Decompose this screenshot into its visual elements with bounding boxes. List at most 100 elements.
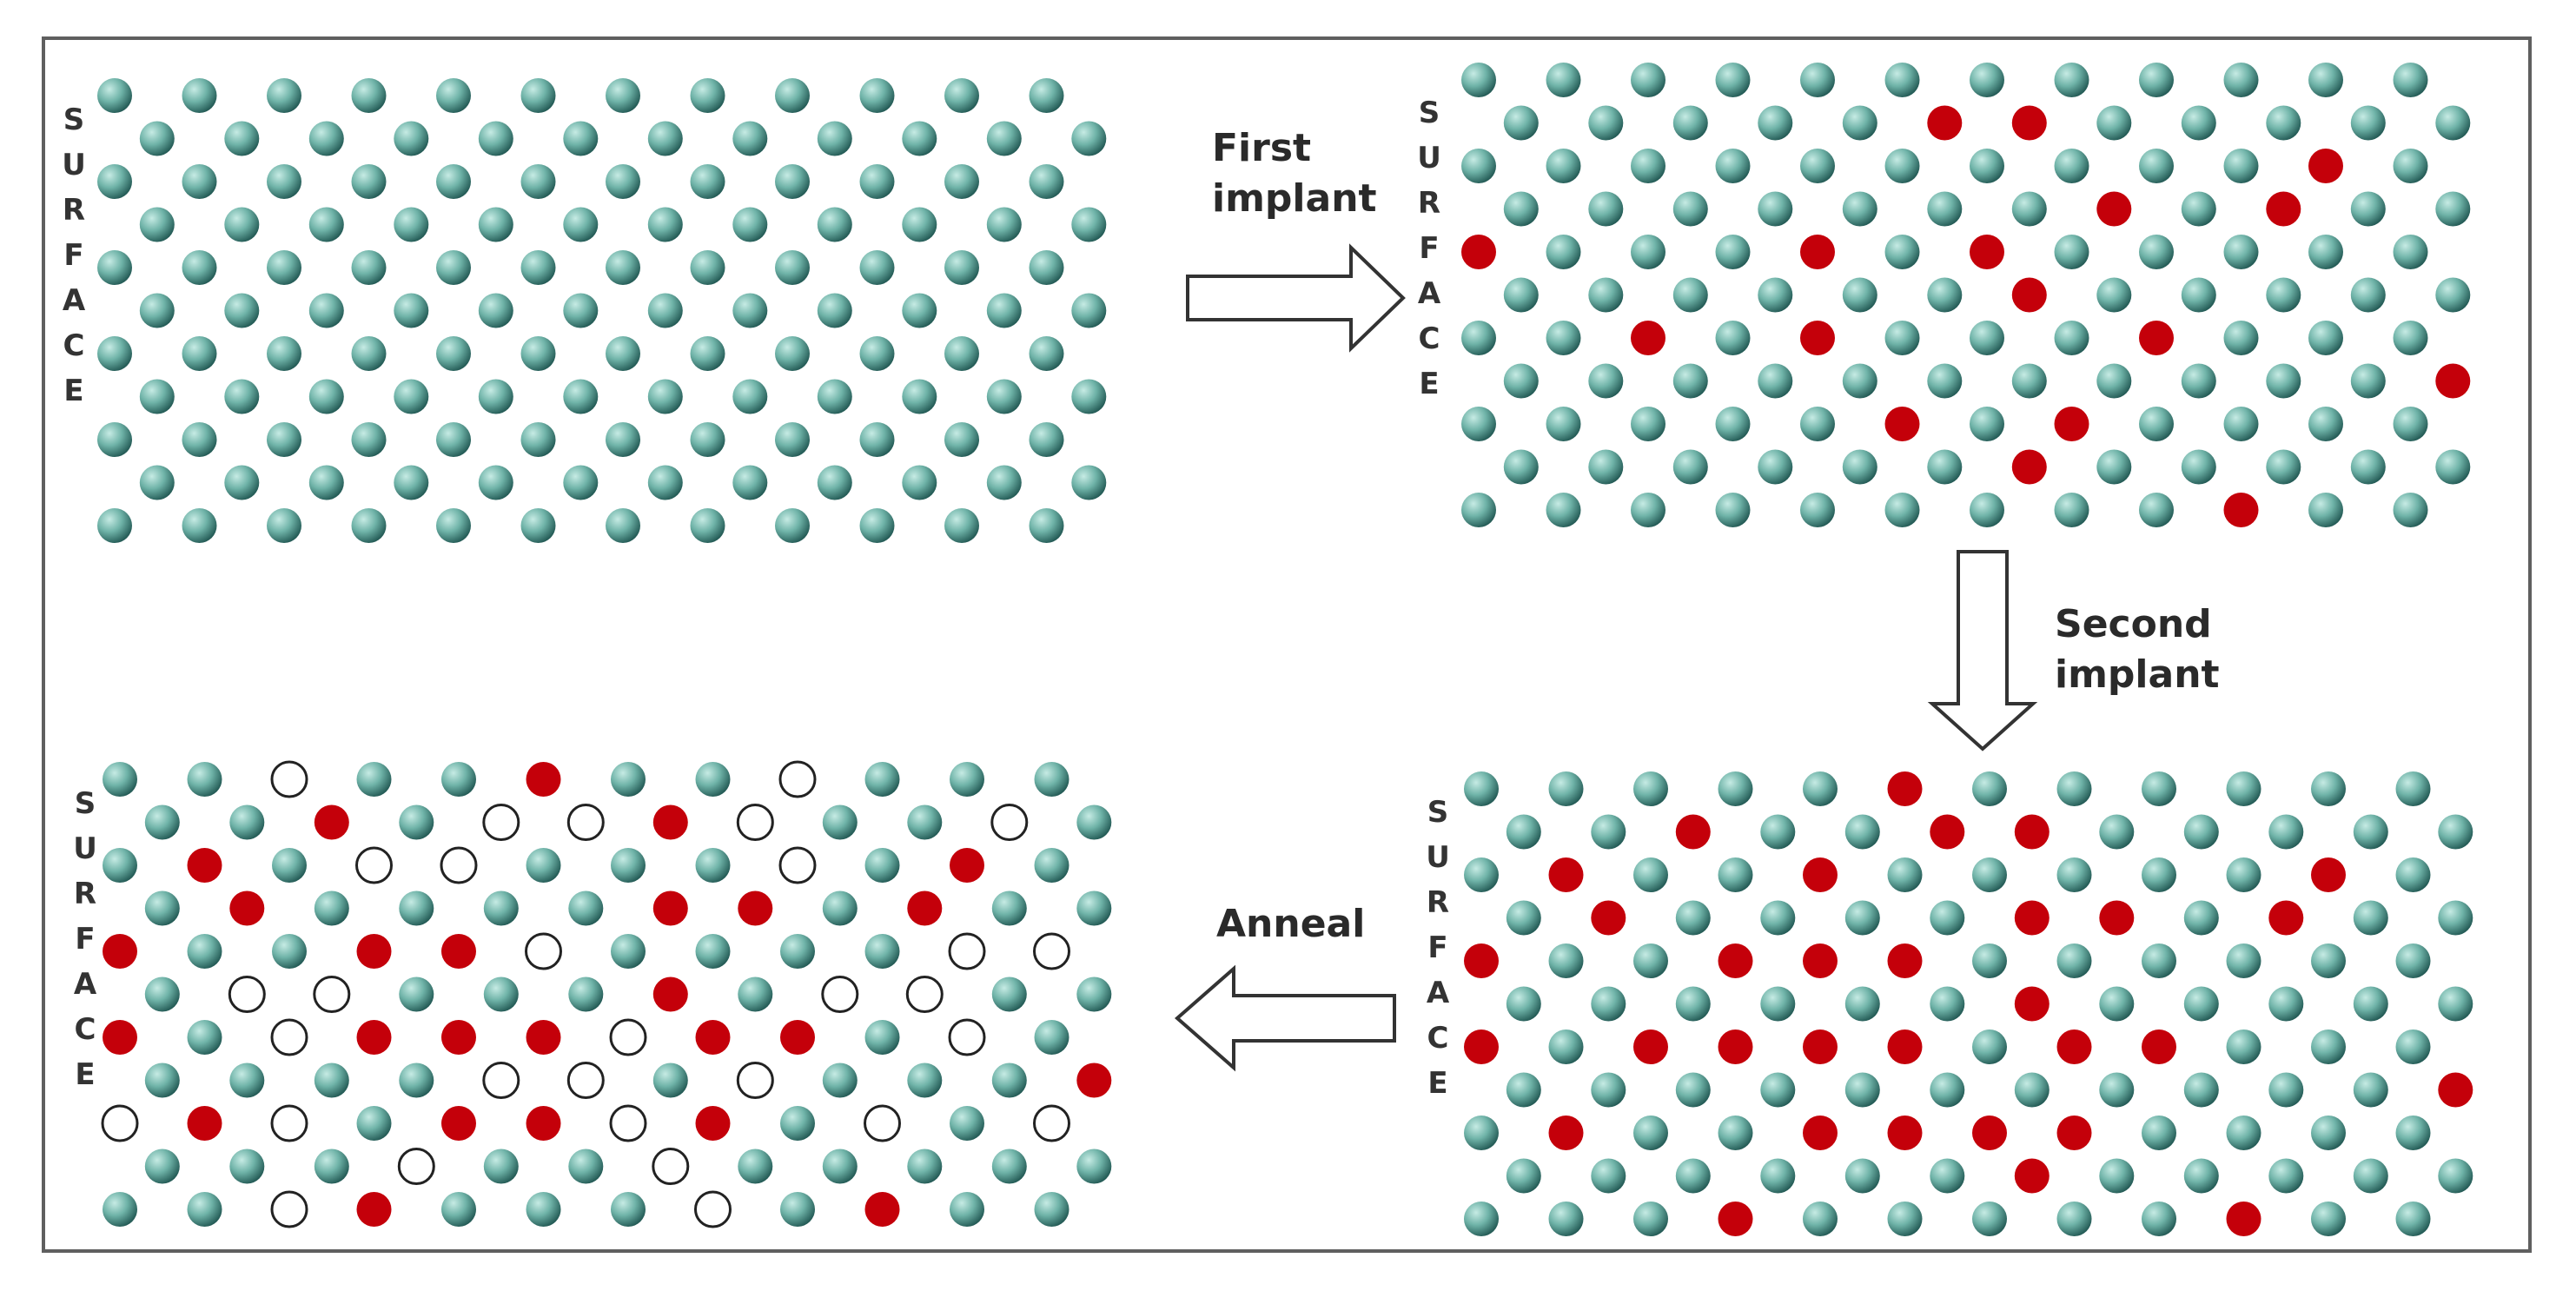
lattice-atom bbox=[1029, 250, 1064, 285]
lattice-atom bbox=[1546, 493, 1581, 527]
lattice-atom bbox=[1803, 771, 1838, 806]
lattice-atom bbox=[1760, 1158, 1796, 1194]
lattice-atom bbox=[2393, 235, 2428, 269]
lattice-atom bbox=[1672, 191, 1708, 227]
second-implant-arrow bbox=[1927, 550, 2038, 751]
lattice-atom bbox=[2311, 1116, 2346, 1150]
lattice-atom bbox=[182, 250, 217, 285]
lattice-atom bbox=[394, 293, 429, 328]
lattice-atom bbox=[2395, 857, 2431, 892]
lattice-atom bbox=[1503, 105, 1539, 141]
lattice-atom bbox=[1884, 321, 1920, 355]
lattice-atom bbox=[308, 121, 344, 156]
vacancy-site bbox=[864, 1104, 901, 1142]
surface-letter: R bbox=[1417, 186, 1441, 221]
lattice-atom bbox=[2308, 407, 2343, 441]
lattice-atom bbox=[2096, 105, 2132, 141]
lattice-atom bbox=[1970, 149, 2004, 183]
lattice-atom bbox=[182, 78, 217, 113]
lattice-atom bbox=[436, 508, 471, 543]
lattice-atom bbox=[394, 207, 429, 242]
lattice-atom bbox=[2311, 771, 2346, 806]
lattice-atom bbox=[2223, 321, 2259, 355]
lattice-atom bbox=[1972, 1029, 2007, 1064]
vacancy-site bbox=[609, 1018, 647, 1056]
lattice-atom bbox=[944, 422, 979, 457]
first-implant-label-line1: First bbox=[1212, 126, 1312, 170]
lattice-atom bbox=[1076, 890, 1112, 926]
lattice-atom bbox=[267, 508, 301, 543]
lattice-atom bbox=[2183, 814, 2219, 850]
lattice-atom bbox=[944, 78, 979, 113]
lattice-atom bbox=[1633, 771, 1668, 806]
implanted-atom bbox=[2014, 986, 2050, 1022]
vacancy-site bbox=[355, 846, 393, 884]
lattice-atom bbox=[441, 1192, 476, 1227]
vacancy-site bbox=[778, 846, 817, 884]
lattice-atom bbox=[399, 804, 434, 840]
lattice-atom bbox=[859, 250, 895, 285]
second-implant-label-line1: Second bbox=[2055, 602, 2212, 646]
implanted-atom bbox=[526, 1106, 561, 1141]
implanted-atom bbox=[2223, 493, 2259, 527]
surface-letter: U bbox=[1426, 840, 1450, 875]
lattice-atom bbox=[902, 121, 937, 156]
lattice-atom bbox=[2139, 407, 2174, 441]
lattice-atom bbox=[817, 293, 852, 328]
lattice-atom bbox=[399, 977, 434, 1012]
lattice-atom bbox=[1675, 900, 1711, 936]
lattice-atom bbox=[817, 379, 852, 414]
vacancy-site bbox=[948, 1018, 986, 1056]
vacancy-site bbox=[482, 804, 520, 841]
lattice-atom bbox=[2268, 986, 2304, 1022]
vacancy-site bbox=[228, 976, 266, 1013]
lattice-atom bbox=[2099, 1158, 2135, 1194]
lattice-atom bbox=[2435, 191, 2471, 227]
lattice-atom bbox=[1884, 493, 1920, 527]
surface-letter: E bbox=[75, 1057, 96, 1092]
lattice-atom bbox=[611, 1192, 646, 1227]
lattice-atom bbox=[224, 293, 260, 328]
surface-letter: U bbox=[1417, 141, 1441, 175]
lattice-atom bbox=[1034, 1192, 1069, 1227]
implanted-atom bbox=[103, 1020, 137, 1055]
lattice-atom bbox=[1675, 986, 1711, 1022]
implanted-atom bbox=[1718, 1202, 1753, 1236]
lattice-atom bbox=[2393, 407, 2428, 441]
lattice-atom bbox=[1076, 804, 1112, 840]
lattice-atom bbox=[1548, 1202, 1584, 1236]
lattice-atom bbox=[1930, 900, 1965, 936]
implanted-atom bbox=[1800, 321, 1835, 355]
surface-letter: A bbox=[1417, 276, 1441, 311]
lattice-atom bbox=[2183, 1072, 2219, 1108]
lattice-atom bbox=[606, 164, 640, 199]
lattice-atom bbox=[1461, 407, 1496, 441]
lattice-atom bbox=[902, 465, 937, 500]
lattice-atom bbox=[103, 762, 137, 797]
lattice-atom bbox=[647, 121, 683, 156]
lattice-atom bbox=[2181, 191, 2216, 227]
implanted-atom bbox=[864, 1192, 900, 1227]
lattice-atom bbox=[2438, 814, 2473, 850]
lattice-atom bbox=[1715, 493, 1751, 527]
lattice-atom bbox=[97, 78, 132, 113]
lattice-atom bbox=[563, 207, 599, 242]
implanted-atom bbox=[1464, 1029, 1499, 1064]
lattice-atom bbox=[1758, 191, 1793, 227]
implanted-atom bbox=[356, 1020, 392, 1055]
lattice-atom bbox=[1844, 814, 1880, 850]
lattice-atom bbox=[780, 1192, 815, 1227]
first-implant-label-line2: implant bbox=[1212, 176, 1377, 221]
lattice-atom bbox=[1633, 943, 1668, 978]
lattice-atom bbox=[2350, 191, 2386, 227]
lattice-atom bbox=[1464, 771, 1499, 806]
vacancy-site bbox=[821, 976, 859, 1013]
lattice-panel-pristine bbox=[97, 78, 1107, 543]
implanted-atom bbox=[950, 848, 984, 883]
lattice-atom bbox=[520, 164, 556, 199]
lattice-atom bbox=[1927, 363, 1963, 399]
lattice-atom bbox=[986, 293, 1022, 328]
lattice-atom bbox=[2350, 449, 2386, 485]
implanted-atom bbox=[441, 1020, 476, 1055]
implanted-atom bbox=[2438, 1072, 2473, 1108]
